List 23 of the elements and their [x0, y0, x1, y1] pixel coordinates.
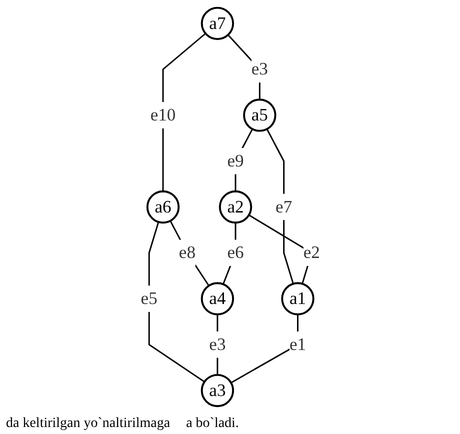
node-circle [200, 282, 234, 316]
edge-label: e10 [150, 104, 176, 124]
edge-label: e3 [250, 59, 268, 79]
edge-label: e8 [178, 242, 196, 262]
connector [169, 220, 210, 286]
edge-label: e1 [289, 334, 306, 354]
node-circle [200, 6, 234, 40]
node-circle [280, 282, 314, 316]
edge-label: e9 [226, 150, 244, 170]
text-fragment: da keltirilgan yo`naltirilmaga [6, 416, 170, 432]
connector [148, 222, 204, 382]
node-circle [218, 190, 252, 224]
edge-label: e6 [226, 242, 244, 262]
connector [266, 128, 294, 284]
text-fragment: a bo`ladi. [186, 416, 239, 432]
edge-label: e2 [302, 242, 320, 262]
edge-label: e7 [275, 196, 292, 216]
graph-drawing: e3 e10 e9 e8 e6 e7 e5 e2 e3 e1 a7 a5 a6 a2 a4 a1 a3 [132, 0, 328, 414]
edge-label: e3 [208, 334, 226, 354]
edge-label: e5 [140, 288, 158, 308]
node-circle [146, 190, 180, 224]
node-circle [242, 98, 276, 132]
node-circle [200, 374, 234, 408]
